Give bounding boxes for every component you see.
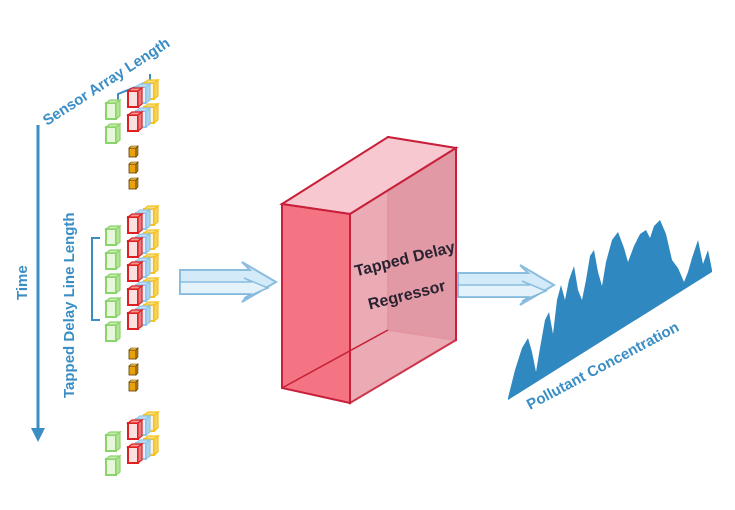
tapped-delay-bracket bbox=[91, 237, 100, 321]
output-arrow bbox=[457, 264, 555, 306]
regressor-box bbox=[279, 135, 459, 405]
input-arrow bbox=[179, 261, 277, 303]
time-label: Time bbox=[14, 265, 31, 300]
ellipsis-bottom bbox=[128, 347, 139, 392]
tapped-delay-line-length-label: Tapped Delay Line Length bbox=[61, 212, 78, 398]
time-axis bbox=[31, 125, 45, 442]
pollutant-signal bbox=[508, 220, 712, 400]
ellipsis-top bbox=[128, 145, 139, 190]
